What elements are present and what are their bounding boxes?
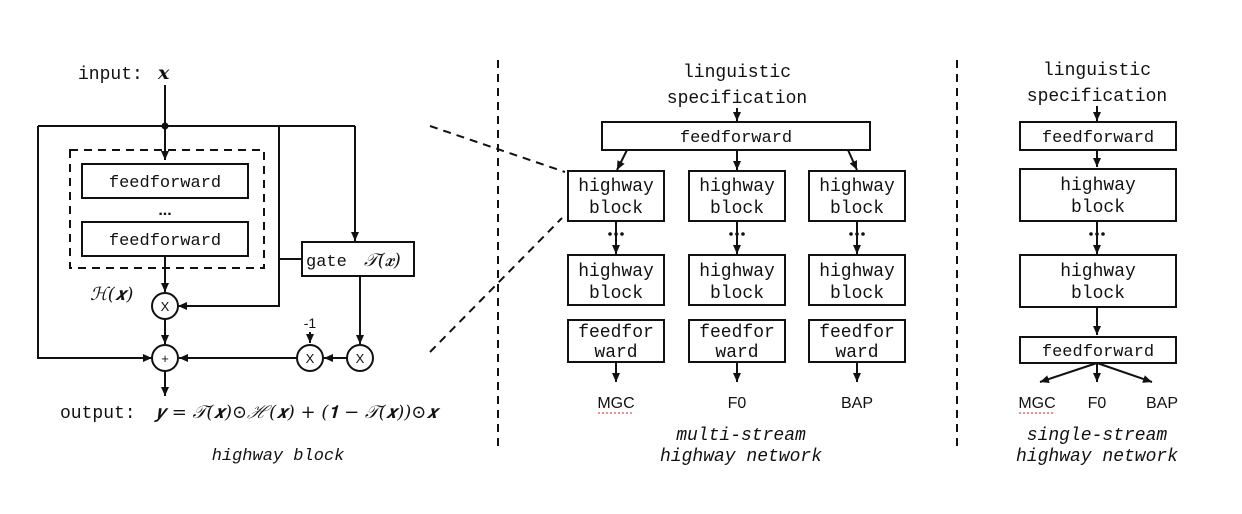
minus-one-label: -1 <box>304 315 317 331</box>
sum-symbol: + <box>161 351 169 366</box>
hw-label-b: block <box>589 199 643 219</box>
hw-label-b: block <box>830 199 884 219</box>
ss-hw1-b: block <box>1071 198 1125 218</box>
ms-output-bap: BAP <box>841 395 873 412</box>
ff-label-b: ward <box>835 343 878 363</box>
ms-feedforward-top-box <box>601 121 871 151</box>
feedforward-top-label: feedforward <box>109 174 221 193</box>
ss-caption-line1: single-stream <box>1027 426 1168 446</box>
ms-highway-block-3-bottom <box>808 254 906 306</box>
hw-label-a: highway <box>578 262 654 282</box>
inner-bypass-line <box>178 126 280 310</box>
multiply-symbol-gate: X <box>356 351 365 366</box>
hw-label-a: highway <box>819 262 895 282</box>
ff-label-a: feedfor <box>699 323 775 343</box>
ms-feedforward-2 <box>688 319 786 363</box>
ms-feedforward-1 <box>567 319 665 363</box>
ff-label-b: ward <box>715 343 758 363</box>
feedforward-group <box>69 149 265 269</box>
multiply-symbol-neg: X <box>306 351 315 366</box>
zoom-line-bottom <box>429 217 563 353</box>
hw-label-b: block <box>710 284 764 304</box>
ss-output-mgc: MGC <box>1018 395 1055 412</box>
hw-label-b: block <box>710 199 764 219</box>
ms-caption-line1: multi-stream <box>676 426 806 446</box>
ss-highway-block-bottom <box>1019 254 1177 308</box>
ms-highway-block-1-bottom <box>567 254 665 306</box>
ss-feedforward-top-box <box>1019 121 1177 151</box>
ms-column-bap: highway block highway block feedfor ward… <box>808 170 906 412</box>
ss-out-arrow-1 <box>1039 362 1098 383</box>
highway-block-panel: input: x feedforward ... feedforward ℋ(𝒙… <box>37 62 441 466</box>
ff-label-a: feedfor <box>819 323 895 343</box>
ss-output-bap: BAP <box>1146 395 1178 412</box>
ss-input-line1: linguistic <box>1043 61 1151 81</box>
ms-column-mgc: highway block highway block feedfor ward… <box>567 170 665 414</box>
ss-input-line2: specification <box>1027 87 1167 107</box>
ms-caption-line2: highway network <box>660 447 822 467</box>
ms-output-f0: F0 <box>728 395 747 412</box>
input-label: input: <box>78 65 143 85</box>
ms-output-mgc: MGC <box>597 395 634 412</box>
h-label: ℋ(𝒙) <box>90 284 133 305</box>
stack-ellipsis: ... <box>158 202 171 219</box>
multi-stream-panel: linguistic specification feedforward hig… <box>567 63 906 467</box>
ss-highway-block-top <box>1019 168 1177 222</box>
ms-feedforward-3 <box>808 319 906 363</box>
multiply-symbol-h: X <box>161 299 170 314</box>
ms-fan-arrow-1 <box>616 149 628 171</box>
ff-label-a: feedfor <box>578 323 654 343</box>
ss-out-arrow-3 <box>1096 362 1153 383</box>
output-formula: 𝒚 = 𝒯(𝒙)⊙ℋ(𝒙) + (𝟏 − 𝒯(𝒙))⊙𝒙 <box>154 402 441 423</box>
ms-fan-arrow-3 <box>847 149 858 171</box>
ms-feedforward-top-label: feedforward <box>680 129 792 148</box>
feedforward-box-top <box>81 163 249 199</box>
ms-column-f0: highway block highway block feedfor ward… <box>688 170 786 412</box>
hw-label-a: highway <box>699 262 775 282</box>
hw-label-b: block <box>830 284 884 304</box>
ss-hw1-a: highway <box>1060 176 1136 196</box>
ms-highway-block-2-top <box>688 170 786 222</box>
feedforward-bottom-label: feedforward <box>109 232 221 251</box>
ss-hw2-b: block <box>1071 284 1125 304</box>
gate-fn: 𝒯(𝒙) <box>364 250 401 271</box>
ss-output-f0: F0 <box>1088 395 1107 412</box>
output-label: output: <box>60 404 136 424</box>
feedforward-box-bottom <box>81 221 249 257</box>
gate-label: gate <box>306 253 347 272</box>
hw-label-a: highway <box>578 177 654 197</box>
ss-feedforward-bottom-box <box>1019 336 1177 364</box>
ss-feedforward-bottom-label: feedforward <box>1042 343 1154 362</box>
ss-caption-line2: highway network <box>1016 447 1178 467</box>
gate-box <box>301 241 415 277</box>
ss-hw2-a: highway <box>1060 262 1136 282</box>
ms-highway-block-2-bottom <box>688 254 786 306</box>
highway-block-caption: highway block <box>212 447 345 466</box>
hw-label-a: highway <box>699 177 775 197</box>
ms-highway-block-1-top <box>567 170 665 222</box>
hw-label-a: highway <box>819 177 895 197</box>
ss-feedforward-top-label: feedforward <box>1042 129 1154 148</box>
bypass-line <box>37 126 152 362</box>
ff-label-b: ward <box>594 343 637 363</box>
hw-label-b: block <box>589 284 643 304</box>
ms-input-line1: linguistic <box>683 63 791 83</box>
ms-input-line2: specification <box>667 89 807 109</box>
single-stream-panel: linguistic specification feedforward hig… <box>1016 61 1178 467</box>
input-var: x <box>157 62 170 84</box>
